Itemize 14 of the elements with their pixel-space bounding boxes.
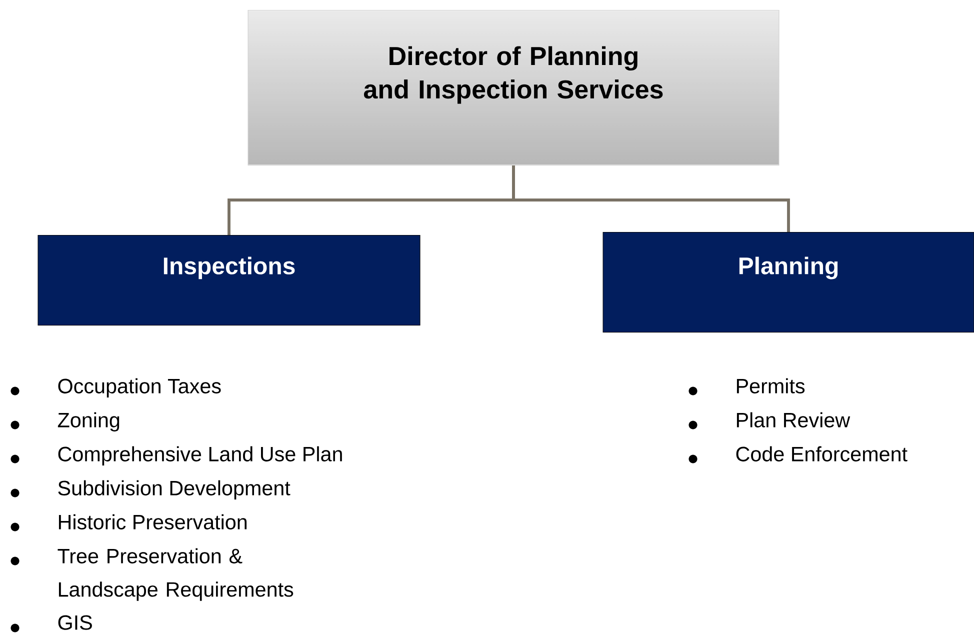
- list-item: Permits: [688, 378, 805, 396]
- org-box: Planning: [602, 232, 974, 333]
- connector: [512, 165, 790, 232]
- list-item: Zoning: [10, 412, 120, 432]
- org-box: Inspections: [38, 235, 420, 326]
- list-item: Historic Preservation: [10, 514, 247, 532]
- list-item: Comprehensive Land Use Plan: [10, 446, 342, 466]
- list-item: GIS: [10, 615, 92, 632]
- org-box: Director of Planning and Inspection Services: [248, 10, 780, 166]
- list-item: Code Enforcement: [688, 446, 908, 464]
- list-item: Subdivision Development: [10, 480, 290, 500]
- list-item: Occupation Taxes: [10, 378, 221, 398]
- list-item: Plan Review: [688, 412, 850, 430]
- list-item: Tree Preservation & Landscape Requirements: [10, 548, 294, 601]
